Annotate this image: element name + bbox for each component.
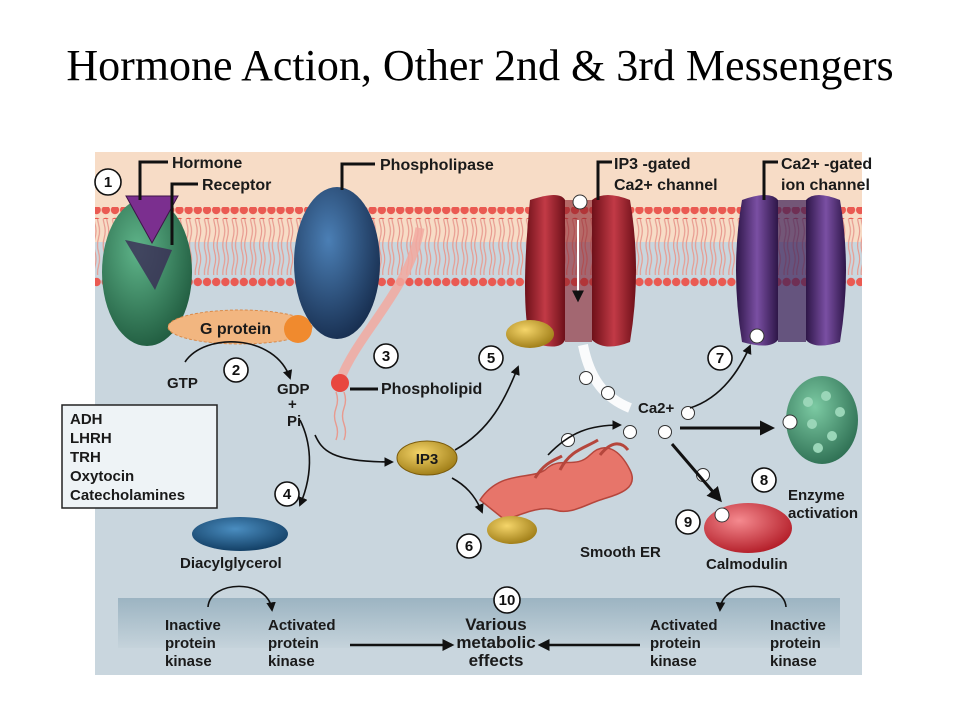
step-number: 10	[499, 592, 516, 609]
ca-ion	[681, 406, 695, 420]
label-hormone: Hormone	[172, 155, 242, 172]
ip3-bound-er	[487, 516, 537, 544]
ca-ion	[658, 425, 672, 439]
label-phospholipid: Phospholipid	[381, 381, 482, 398]
label-ca-channel-2: ion channel	[781, 177, 870, 194]
hormone-list-box	[61, 404, 218, 509]
ca-ion	[623, 425, 637, 439]
enzyme-ca-ion	[782, 414, 798, 430]
label-line: kinase	[165, 653, 212, 670]
hormone-list-item: Oxytocin	[70, 468, 134, 485]
ca-ion	[601, 386, 615, 400]
g-protein	[167, 309, 313, 345]
hormone-list-item: ADH	[70, 411, 103, 428]
phospholipid-head	[331, 374, 349, 392]
label-ip3: IP3	[416, 451, 439, 468]
hormone-shape	[125, 195, 179, 245]
step-number: 8	[760, 472, 768, 489]
page-title: Hormone Action, Other 2nd & 3rd Messenge…	[66, 41, 894, 90]
step-markers: 1 2 3 4 5 6 7 8 9 10	[94, 168, 777, 614]
ca-ion	[579, 371, 593, 385]
step-number: 4	[283, 486, 292, 503]
label-line: Inactive	[165, 617, 221, 634]
ip3-bound-channel	[506, 320, 554, 348]
phospholipid-tail	[335, 227, 425, 382]
label-line: Various	[465, 615, 526, 634]
calcium-flow	[578, 343, 632, 413]
step-number: 3	[382, 348, 390, 365]
label-line: protein	[650, 635, 701, 652]
label-line: kinase	[770, 653, 817, 670]
label-smooth-er: Smooth ER	[580, 544, 661, 561]
label-line: kinase	[650, 653, 697, 670]
enzyme	[786, 376, 858, 464]
diacylglycerol-shape	[192, 517, 288, 551]
label-line: Activated	[650, 617, 718, 634]
smooth-er	[478, 438, 633, 521]
hormone-list-item: LHRH	[70, 430, 112, 447]
hormone-list-item: TRH	[70, 449, 101, 466]
label-ca-channel-1: Ca2+ -gated	[781, 156, 872, 173]
label-ip3-channel-1: IP3 -gated	[614, 156, 690, 173]
label-line: kinase	[268, 653, 315, 670]
label-plus: +	[288, 396, 297, 413]
label-inactive-pk-left: Inactive protein kinase	[165, 617, 221, 670]
label-receptor: Receptor	[202, 177, 271, 194]
label-calmodulin: Calmodulin	[706, 556, 788, 573]
label-gtp: GTP	[167, 375, 198, 392]
pathway-arrows	[184, 341, 787, 651]
label-line: protein	[268, 635, 319, 652]
hormone-list-item: Catecholamines	[70, 487, 185, 504]
label-various-effects: Various metabolic effects	[456, 615, 535, 670]
step-number: 5	[487, 350, 495, 367]
step-number: 7	[716, 350, 724, 367]
ip3-molecule	[396, 440, 458, 476]
phospholipase	[294, 187, 380, 339]
step-number: 9	[684, 514, 692, 531]
label-line: Inactive	[770, 617, 826, 634]
label-ca2: Ca2+	[638, 400, 675, 417]
label-activated-pk-right: Activated protein kinase	[650, 617, 718, 670]
receptor	[102, 198, 192, 346]
hormone-list: ADH LHRH TRH Oxytocin Catecholamines	[70, 411, 185, 504]
plasma-membrane	[95, 207, 862, 287]
label-line: protein	[770, 635, 821, 652]
label-inactive-pk-right: Inactive protein kinase	[770, 617, 826, 670]
leader-lines	[138, 160, 778, 391]
ca-ion-bound	[749, 328, 765, 344]
step-number: 2	[232, 362, 240, 379]
g-protein-subunit	[284, 315, 312, 343]
label-enzyme-activation-2: activation	[788, 505, 858, 522]
label-activated-pk-left: Activated protein kinase	[268, 617, 336, 670]
step-number: 1	[104, 174, 112, 191]
ca-gated-channel	[736, 195, 846, 346]
label-enzyme-activation-1: Enzyme	[788, 487, 845, 504]
step-number: 6	[465, 538, 473, 555]
calmodulin-ca-ion	[714, 507, 730, 523]
label-line: Activated	[268, 617, 336, 634]
label-pi: Pi	[287, 413, 301, 430]
phospholipid-legs	[333, 391, 347, 441]
label-g-protein: G protein	[200, 321, 271, 338]
label-line: effects	[469, 651, 524, 670]
label-line: protein	[165, 635, 216, 652]
label-diacylglycerol: Diacylglycerol	[180, 555, 282, 572]
label-phospholipase: Phospholipase	[380, 157, 494, 174]
label-gdp: GDP	[277, 381, 310, 398]
label-ip3-channel-2: Ca2+ channel	[614, 177, 718, 194]
label-line: metabolic	[456, 633, 535, 652]
channel-ion	[572, 194, 588, 210]
